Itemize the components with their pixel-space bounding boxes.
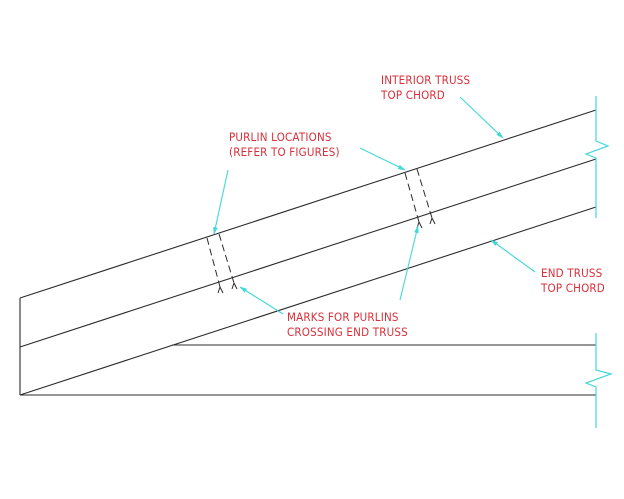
- interior-truss-top-edge: [19, 109, 597, 299]
- leader-purlin-right: [359, 147, 406, 171]
- leader-purlin-left: [213, 169, 229, 235]
- end-truss-bottom-edge: [19, 206, 597, 396]
- interior-truss-label: INTERIOR TRUSS TOP CHORD: [381, 73, 471, 102]
- leader-interior-truss: [459, 96, 504, 139]
- interior-truss-bottom-edge: [19, 158, 597, 348]
- break-line-upper: [584, 96, 610, 218]
- purlin-marks-right: [404, 168, 436, 229]
- marks-for-purlins-label: MARKS FOR PURLINS CROSSING END TRUSS: [287, 310, 408, 339]
- leader-marks-right: [399, 225, 419, 301]
- end-truss-label: END TRUSS TOP CHORD: [541, 266, 605, 295]
- leader-marks-left: [239, 286, 284, 315]
- leader-end-truss: [490, 239, 536, 273]
- purlin-locations-label: PURLIN LOCATIONS (REFER TO FIGURES): [229, 130, 340, 159]
- break-line-lower: [584, 333, 614, 428]
- purlin-marks-left: [206, 233, 238, 294]
